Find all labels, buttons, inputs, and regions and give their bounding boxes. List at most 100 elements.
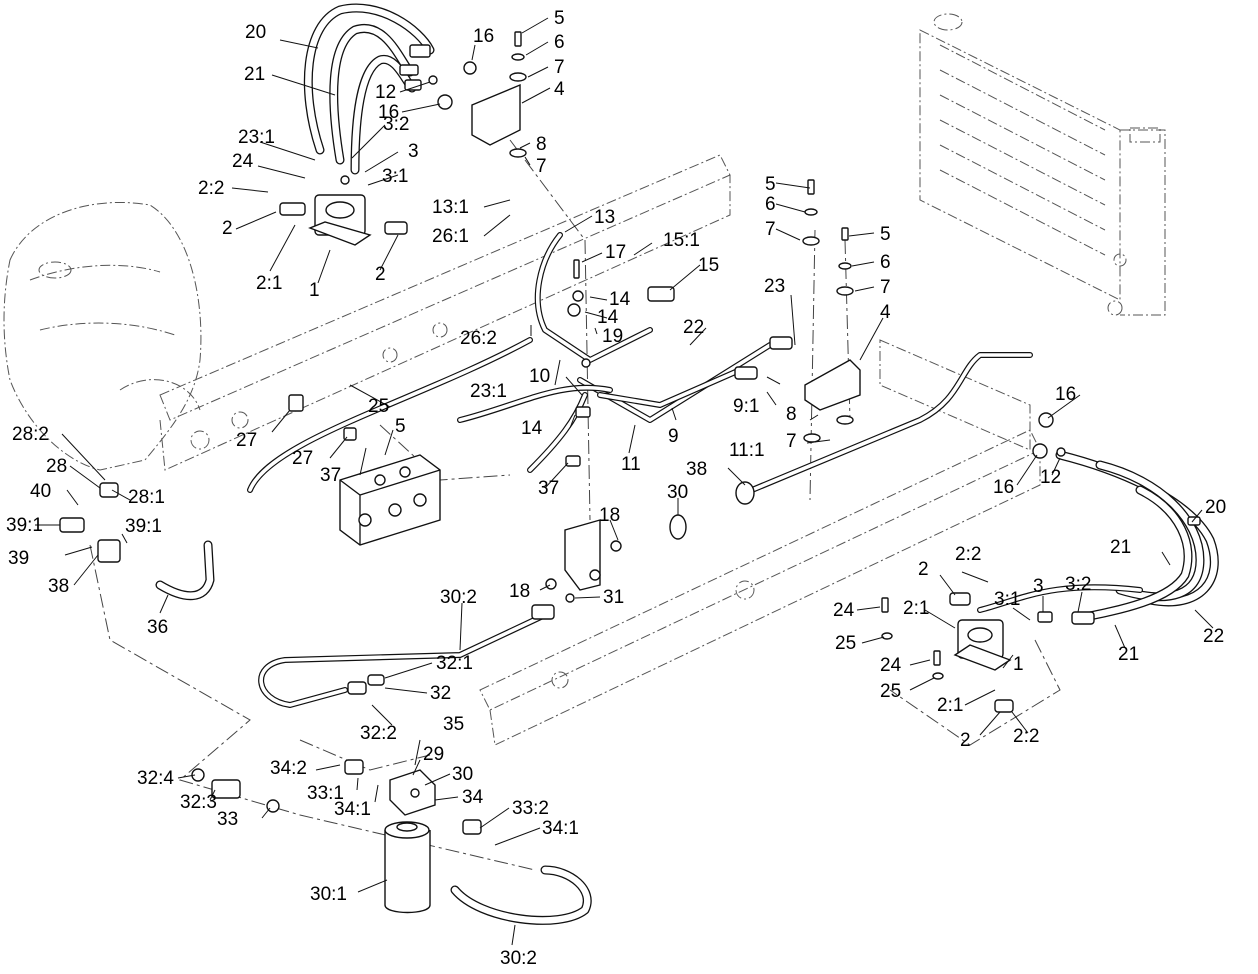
callout: 30 — [452, 764, 473, 785]
callout: 38 — [48, 576, 69, 597]
callout: 3:2 — [383, 114, 409, 135]
callout: 16 — [473, 26, 494, 47]
callout: 27 — [292, 448, 313, 469]
callout: 34:2 — [270, 758, 307, 779]
callout: 29 — [423, 744, 444, 765]
callout: 24 — [232, 151, 254, 172]
motor-assembly-left — [279, 175, 408, 246]
callout: 5 — [554, 8, 565, 29]
callout: 32:1 — [436, 653, 473, 674]
callout: 1 — [309, 280, 320, 301]
callout: 33:1 — [307, 783, 344, 804]
callout: 7 — [786, 431, 797, 452]
callout: 25 — [835, 633, 856, 654]
callout: 17 — [605, 242, 626, 263]
callout: 40 — [30, 481, 51, 502]
radiator-ghost-outline — [919, 13, 1166, 316]
callout: 39:1 — [125, 516, 162, 537]
leader-lines — [35, 17, 1214, 946]
callout: 19 — [602, 326, 623, 347]
callout: 31 — [603, 587, 624, 608]
callout: 33 — [217, 809, 238, 830]
callout: 3 — [408, 141, 419, 162]
callout: 11 — [621, 454, 641, 475]
callout: 12 — [1040, 467, 1061, 488]
callout: 8 — [536, 134, 547, 155]
callout: 27 — [236, 430, 257, 451]
callout: 2 — [222, 218, 233, 239]
callout: 7 — [765, 219, 776, 240]
callout: 18 — [599, 505, 620, 526]
callout: 21 — [244, 64, 265, 85]
callout: 23:1 — [470, 381, 507, 402]
callout: 4 — [880, 302, 891, 323]
callout: 38 — [686, 459, 707, 480]
callout: 5 — [395, 416, 406, 437]
callout: 2 — [375, 264, 386, 285]
hoses-21-22-right — [1055, 450, 1219, 623]
callout: 5 — [765, 174, 776, 195]
callout: 35 — [443, 714, 464, 735]
callout: 22 — [1203, 626, 1224, 647]
callout: 21 — [1118, 644, 1139, 665]
callout: 15:1 — [663, 230, 700, 251]
callout: 30:1 — [310, 884, 347, 905]
callout: 26:1 — [432, 226, 469, 247]
callout: 2 — [918, 559, 929, 580]
callout: 4 — [554, 79, 565, 100]
callout: 5 — [880, 224, 891, 245]
callout: 22 — [683, 317, 704, 338]
callout: 32:2 — [360, 723, 397, 744]
callout: 37 — [538, 478, 559, 499]
callout: 6 — [880, 252, 891, 273]
valve-block — [339, 454, 441, 546]
callout: 21 — [1110, 537, 1131, 558]
fitting-hardware — [59, 31, 1201, 835]
callout: 7 — [554, 57, 565, 78]
callout: 28 — [46, 456, 67, 477]
tubes-network — [155, 232, 1143, 925]
callout: 23 — [764, 276, 785, 297]
callout: 13:1 — [432, 197, 469, 218]
callout: 13 — [594, 207, 615, 228]
callout: 2:2 — [1013, 726, 1039, 747]
motor-assembly-right — [949, 592, 1014, 713]
callout: 34 — [462, 787, 484, 808]
callout: 16 — [378, 102, 399, 123]
callout: 2:2 — [955, 544, 981, 565]
callout: 30 — [667, 482, 688, 503]
callout: 6 — [554, 32, 565, 53]
engine-ghost-outline — [3, 202, 202, 471]
callout: 33:2 — [512, 798, 549, 819]
callout: 18 — [509, 581, 530, 602]
callout: 26:2 — [460, 328, 497, 349]
callout: 36 — [147, 617, 168, 638]
callout: 7 — [536, 156, 547, 177]
callout: 6 — [765, 194, 776, 215]
callout: 30:2 — [500, 948, 537, 969]
callout: 34:1 — [542, 818, 579, 839]
callout: 34:1 — [334, 799, 371, 820]
callout: 3:2 — [1065, 574, 1091, 595]
callout: 14 — [609, 289, 631, 310]
callout: 10 — [529, 366, 550, 387]
connection-dashlines — [89, 139, 1061, 871]
callout: 32:3 — [180, 792, 217, 813]
callout: 7 — [880, 277, 891, 298]
callout: 9:1 — [733, 396, 759, 417]
callout: 3:1 — [994, 589, 1020, 610]
callout: 28:2 — [12, 424, 49, 445]
mount-brackets — [471, 83, 861, 591]
callout: 8 — [786, 404, 797, 425]
callout: 2:1 — [256, 273, 282, 294]
callout: 25 — [368, 396, 389, 417]
callout: 14 — [521, 418, 543, 439]
callout: 32:4 — [137, 768, 174, 789]
callout: 32 — [430, 683, 451, 704]
oil-filter-assembly — [384, 769, 436, 914]
callout: 30:2 — [440, 587, 477, 608]
callout: 39:1 — [6, 515, 43, 536]
callout: 16 — [1055, 384, 1076, 405]
callout: 2:1 — [937, 695, 963, 716]
